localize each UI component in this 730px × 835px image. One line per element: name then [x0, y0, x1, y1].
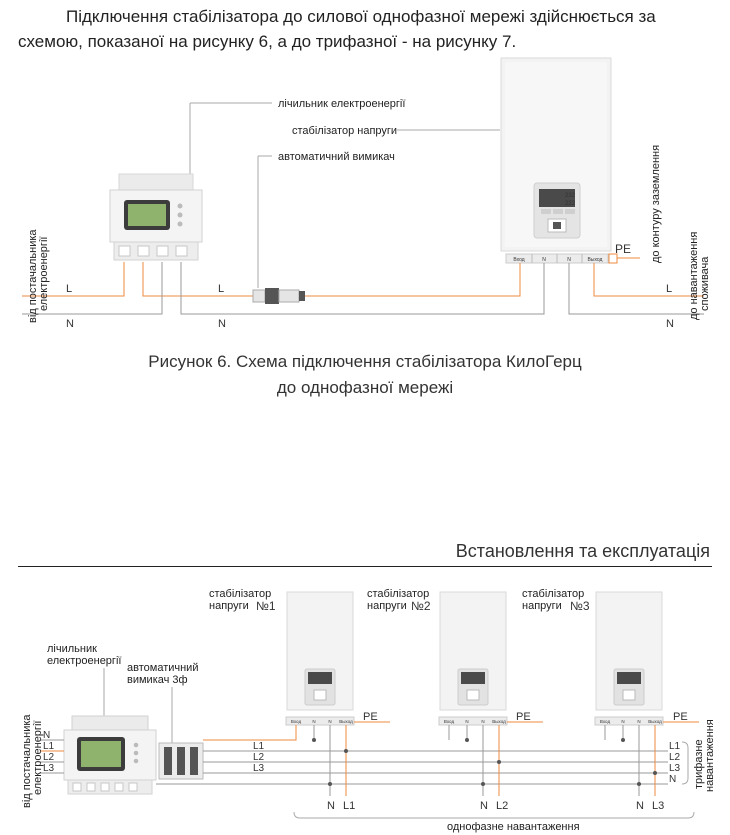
figure-6-single-phase-diagram: лічильник електроенергії стабілізатор на…	[22, 57, 711, 330]
pe-label: PE	[615, 242, 631, 256]
s2-terminal-n2: N	[481, 719, 484, 724]
bus-mid-l3-label: L3	[253, 763, 265, 774]
s2-pe-label: PE	[516, 711, 531, 723]
l-wire-to-stabilizer	[142, 262, 521, 297]
bus-l1-to-s1	[203, 725, 297, 741]
l-label-right: L	[666, 283, 672, 295]
s3-out-l: L3	[652, 800, 664, 812]
s3-out-n: N	[636, 800, 644, 812]
display-value-2: 222	[565, 201, 576, 207]
s2-terminal-in: Вход	[444, 719, 455, 724]
fig7-meter-label-1: лічильник	[47, 643, 97, 655]
to-load-label-1: до навантаження	[688, 232, 700, 320]
s3-title-2: напруги	[522, 600, 562, 612]
figure-6-caption-line-2: до однофазної мережі	[276, 378, 454, 397]
s1-out-n: N	[327, 800, 335, 812]
stabilizer-2	[438, 591, 508, 726]
l-wire-supply	[22, 262, 125, 297]
figure-6-caption-line-1: Рисунок 6. Схема підключення стабілізато…	[148, 352, 582, 371]
s3-pe-label: PE	[673, 711, 688, 723]
section-title: Встановлення та експлуатація	[455, 541, 710, 561]
from-supplier-label-2: електроенергії	[38, 237, 50, 311]
single-phase-load-label: однофазне навантаження	[447, 821, 580, 833]
stabilizer-display	[539, 189, 575, 207]
bus-right-l1-label: L1	[669, 741, 681, 752]
s3-terminal-out: Выход	[648, 719, 662, 724]
to-load-label-2: споживача	[699, 256, 711, 311]
s3-title-1: стабілізатор	[522, 588, 584, 600]
bus-left-n-label: N	[43, 730, 50, 741]
bus-mid-l2-label: L2	[253, 752, 265, 763]
fig7-meter-label-2: електроенергії	[47, 655, 121, 667]
three-phase-load-bracket	[681, 741, 689, 785]
s1-number: №1	[256, 599, 276, 613]
s3-number: №3	[570, 599, 590, 613]
s1-title-2: напруги	[209, 600, 249, 612]
terminal-n2: N	[567, 257, 571, 263]
n-label-mid: N	[218, 318, 226, 330]
terminal-n1: N	[542, 257, 546, 263]
fig7-circuit-breaker	[158, 742, 204, 780]
s2-terminal-out: Выход	[492, 719, 506, 724]
s1-terminal-in: Вход	[291, 719, 302, 724]
three-phase-load-label-2: навантаження	[704, 719, 716, 792]
three-phase-load-label-1: трифазне	[693, 739, 705, 789]
fig7-breaker-label-1: автоматичний	[127, 662, 198, 674]
bus-left-l2-label: L2	[43, 752, 55, 763]
intro-line-2: схемою, показаної на рисунку 6, а до три…	[18, 32, 517, 51]
breaker-label: автоматичний вимикач	[278, 151, 395, 163]
s1-terminal-n2: N	[328, 719, 331, 724]
meter-label: лічильник електроенергії	[278, 98, 405, 110]
stabilizer-1	[285, 591, 355, 726]
intro-line-1: Підключення стабілізатора до силової одн…	[66, 7, 656, 26]
bus-left-l1-label: L1	[43, 741, 55, 752]
ground-label: до контуру заземлення	[650, 145, 662, 263]
fig7-from-supplier-2: електроенергії	[32, 721, 44, 795]
n-wire-to-load	[568, 263, 704, 315]
single-phase-load-bracket	[293, 811, 695, 819]
s2-terminal-n1: N	[465, 719, 468, 724]
bus-right-n-label: N	[669, 774, 676, 785]
l-label-mid: L	[218, 283, 224, 295]
s2-number: №2	[411, 599, 431, 613]
l-wire-to-load	[593, 263, 704, 297]
l-label-left: L	[66, 283, 72, 295]
s2-title-1: стабілізатор	[367, 588, 429, 600]
s2-out-l: L2	[496, 800, 508, 812]
s2-title-2: напруги	[367, 600, 407, 612]
fig7-electricity-meter	[63, 715, 157, 795]
terminal-out: Выход	[588, 257, 603, 263]
bus-mid-l1-label: L1	[253, 741, 265, 752]
section-divider	[18, 566, 712, 567]
fig7-meter-screen	[81, 741, 121, 767]
fig7-breaker-label-2: вимикач 3ф	[127, 674, 188, 686]
circuit-breaker	[252, 288, 305, 304]
voltage-stabilizer: 232 222 Вход N N Выход	[500, 57, 618, 264]
s1-terminal-n1: N	[312, 719, 315, 724]
display-value-1: 232	[565, 193, 576, 199]
n-wire-supply	[22, 262, 163, 315]
terminal-in: Вход	[513, 257, 524, 263]
s1-pe-label: PE	[363, 711, 378, 723]
s3-terminal-n2: N	[637, 719, 640, 724]
n-label-left: N	[66, 318, 74, 330]
fig7-from-supplier-1: від постачальника	[21, 714, 33, 808]
s3-terminal-in: Вход	[600, 719, 611, 724]
bus-right-l3-label: L3	[669, 763, 681, 774]
s1-title-1: стабілізатор	[209, 588, 271, 600]
stabilizer-3	[594, 591, 664, 726]
bus-left-l3-label: L3	[43, 763, 55, 774]
s3-terminal-n1: N	[621, 719, 624, 724]
s2-out-n: N	[480, 800, 488, 812]
electricity-meter	[109, 173, 203, 261]
stabilizer-label: стабілізатор напруги	[292, 125, 397, 137]
s1-terminal-out: Выход	[339, 719, 353, 724]
from-supplier-label-1: від постачальника	[27, 229, 39, 323]
n-label-right: N	[666, 318, 674, 330]
n-wire-to-stabilizer	[180, 262, 545, 315]
meter-screen	[128, 204, 166, 226]
bus-right-l2-label: L2	[669, 752, 681, 763]
s1-out-l: L1	[343, 800, 355, 812]
